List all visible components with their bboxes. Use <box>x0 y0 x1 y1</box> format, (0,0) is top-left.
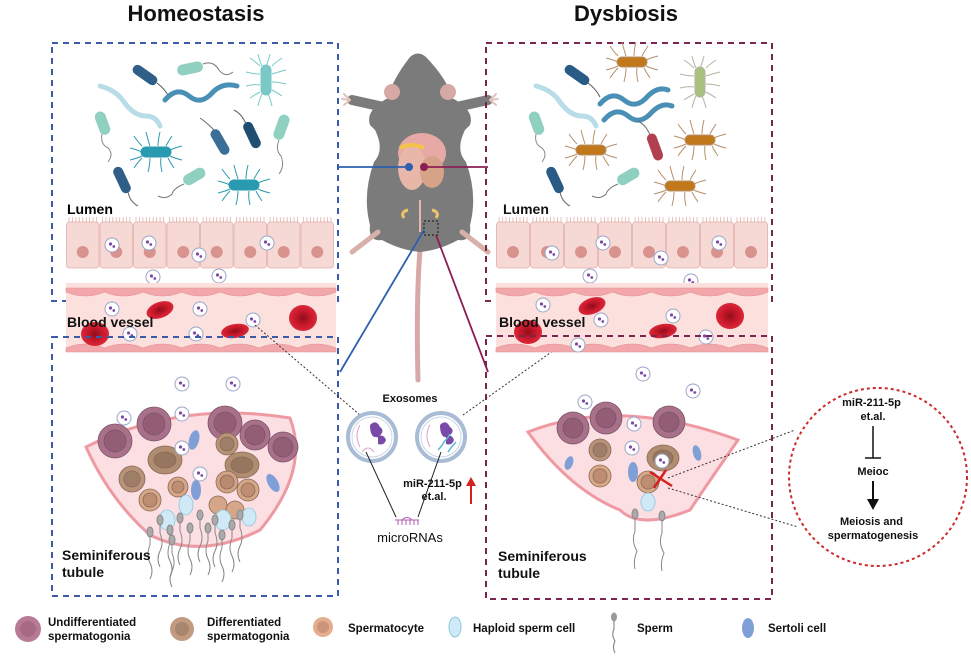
exosome-dotted-link-left <box>254 324 361 416</box>
homeostasis-blood-vessel-label: Blood vessel <box>67 314 153 330</box>
legend-item-haploid-sperm-cell: Haploid sperm cell <box>448 616 575 638</box>
homeostasis-tubule-box <box>51 336 339 597</box>
homeostasis-title: Homeostasis <box>128 1 265 26</box>
increase-arrow-icon <box>466 477 476 504</box>
svg-text:Differentiated spermat: Differentiated spermatogonia <box>207 617 290 643</box>
bacteria-group-healthy <box>94 53 290 207</box>
red-blood-cell <box>221 323 249 339</box>
exosome-dysbiosis <box>415 411 467 463</box>
homeostasis-tubule-label: Seminiferous tubule <box>62 547 155 580</box>
sperm <box>204 522 212 576</box>
microrna-icon <box>395 517 419 525</box>
homeostasis-seminiferous-tubule <box>84 405 299 588</box>
dysbiosis-seminiferous-tubule <box>525 401 741 572</box>
pathway-callout: miR-211-5p et.al. Meioc Meiosis and sper… <box>788 387 968 567</box>
epithelial-cell <box>66 217 100 269</box>
legend-item-undifferentiated-spermatogonia: Undifferentiated spermatogonia <box>15 616 139 643</box>
sertoli-cell-icon <box>742 618 754 638</box>
sperm <box>168 534 176 588</box>
mouse-illustration <box>341 53 499 383</box>
exosomes-label: Exosomes <box>382 393 437 405</box>
epithelial-cell <box>166 217 200 269</box>
sperm <box>236 509 244 563</box>
legend-item-sertoli-cell: Sertoli cell <box>742 618 826 638</box>
dysbiosis-panel: Lumen Blood vessel <box>485 41 773 600</box>
sperm <box>186 522 194 576</box>
epithelial-cell <box>267 217 301 269</box>
sperm <box>228 519 236 573</box>
red-blood-cell <box>514 320 542 344</box>
epithelial-cell <box>300 217 334 269</box>
dysbiosis-blood-vessel-label: Blood vessel <box>499 314 585 330</box>
dysbiosis-tubule-box <box>485 335 773 600</box>
red-blood-cell <box>716 303 744 329</box>
sperm <box>156 514 164 568</box>
activation-arrow-icon <box>867 481 879 510</box>
mirna-exosome-label: miR-211-5p et.al. <box>403 478 465 503</box>
dysbiosis-epithelium <box>496 217 768 289</box>
sperm <box>211 514 219 568</box>
svg-text:Undifferentiated sperm: Undifferentiated spermatogonia <box>48 617 139 643</box>
red-blood-cell <box>81 322 109 346</box>
svg-text:Haploid sperm cell: Haploid sperm cell <box>473 623 575 635</box>
haploid-sperm-cell-icon <box>448 616 462 638</box>
legend: Undifferentiated spermatogonia Different… <box>15 612 826 654</box>
exosome-healthy <box>346 411 398 463</box>
epithelial-cell <box>598 217 632 269</box>
dysbiosis-lumen-label: Lumen <box>503 201 549 217</box>
epithelial-cell <box>530 217 564 269</box>
red-blood-cell <box>289 305 317 331</box>
svg-text:Sertoli cell: Sertoli cell <box>768 623 826 635</box>
sperm <box>176 512 184 566</box>
svg-text:Sperm: Sperm <box>637 623 673 635</box>
sperm-icon <box>611 612 617 654</box>
homeostasis-epithelium <box>66 217 334 285</box>
pathway-meioc-label: Meioc <box>857 466 888 478</box>
epithelial-cell <box>233 217 267 269</box>
homeostasis-lumen-label: Lumen <box>67 201 113 217</box>
dysbiosis-testis-connector <box>435 234 489 373</box>
homeostasis-panel: Lumen Blood vessel <box>51 42 339 597</box>
red-blood-cell <box>146 301 174 319</box>
homeostasis-testis-connector <box>339 229 425 373</box>
svg-text:Spermatocyte: Spermatocyte <box>348 623 424 635</box>
dysbiosis-gut-marker <box>420 163 428 171</box>
homeostasis-gut-marker <box>405 163 413 171</box>
epithelial-cell <box>496 217 530 269</box>
sperm <box>146 526 154 580</box>
red-blood-cell <box>578 297 606 315</box>
micrornas-label: microRNAs <box>377 530 443 545</box>
legend-item-sperm: Sperm <box>611 612 673 654</box>
dysbiosis-title: Dysbiosis <box>574 1 678 26</box>
dysbiosis-tubule-label: Seminiferous tubule <box>498 548 591 581</box>
legend-item-differentiated-spermatogonia: Differentiated spermatogonia <box>170 617 290 643</box>
bacteria-group-dysbiotic <box>528 41 727 207</box>
epithelial-cell <box>666 217 700 269</box>
epithelial-cell <box>200 217 234 269</box>
red-blood-cell <box>649 323 677 339</box>
sperm <box>196 509 204 563</box>
epithelial-cell <box>734 217 768 269</box>
pathway-meiosis-label: Meiosis and spermatogenesis <box>828 516 918 542</box>
legend-item-spermatocyte: Spermatocyte <box>313 617 424 637</box>
dysbiosis-blood-vessel <box>495 283 769 353</box>
blocked-x-icon <box>649 469 673 489</box>
epithelial-cell <box>564 217 598 269</box>
pathway-mirna-label: miR-211-5p et.al. <box>842 397 904 423</box>
inhibition-arrow-icon <box>865 426 881 459</box>
sperm <box>218 529 226 583</box>
